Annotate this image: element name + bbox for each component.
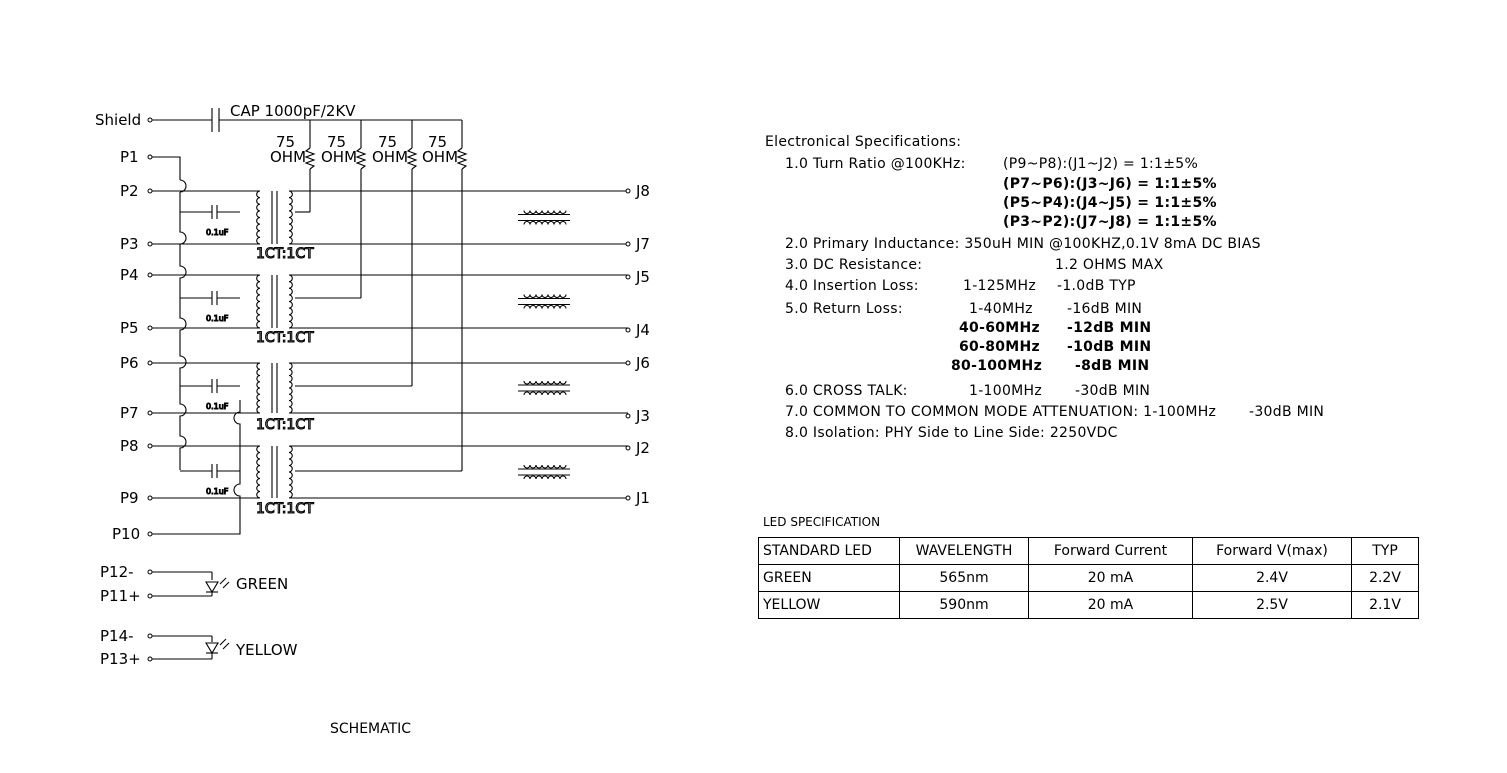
return-loss-freq: 60-80MHz: [959, 339, 1040, 355]
pin-label-j5: J5: [635, 268, 650, 286]
pin-label-p10: P10: [112, 525, 140, 543]
pin-label-j6: J6: [635, 354, 650, 372]
return-loss-freq: 1-40MHz: [969, 301, 1033, 317]
schematic-diagram: 0.1uF 1CT:1CT 0.1uF 1CT:1CT 0.1uF 1CT:1CT 0.1u…: [95, 102, 650, 668]
common-mode-value: -30dB MIN: [1249, 404, 1325, 420]
led-label-yellow: YELLOW: [235, 641, 298, 659]
table-cell: 2.2V: [1351, 564, 1419, 592]
resistor-unit-label: OHM: [270, 148, 306, 166]
return-loss-value: -10dB MIN: [1067, 339, 1152, 355]
resistor-value-label: 75: [276, 133, 295, 151]
cap-value-label: 0.1uF: [206, 314, 229, 323]
ct-ratio-label: 1CT:1CT: [256, 501, 314, 517]
table-row: YELLOW 590nm 20 mA 2.5V 2.1V: [758, 591, 1419, 619]
return-loss-value: -8dB MIN: [1075, 358, 1150, 374]
crosstalk-freq: 1-100MHz: [969, 383, 1043, 399]
resistor-unit-label: OHM: [422, 148, 458, 166]
table-header-row: STANDARD LED WAVELENGTH Forward Current …: [758, 537, 1419, 565]
cap-label: CAP 1000pF/2KV: [230, 102, 356, 120]
table-cell: YELLOW: [758, 591, 900, 619]
pin-label-j7: J7: [635, 235, 650, 253]
led-pin-p13: P13+: [100, 650, 141, 668]
pin-label-p3: P3: [120, 235, 139, 253]
pin-label-j1: J1: [635, 489, 650, 507]
column-header: TYP: [1351, 537, 1419, 565]
return-loss-value: -16dB MIN: [1067, 301, 1143, 317]
pin-label-p5: P5: [120, 319, 139, 337]
led-label-green: GREEN: [236, 575, 288, 593]
inductance-spec: 2.0 Primary Inductance: 350uH MIN @100KH…: [785, 236, 1261, 252]
ct-ratio-label: 1CT:1CT: [256, 417, 314, 433]
led-pin-p14: P14-: [100, 627, 134, 645]
table-cell: 2.4V: [1192, 564, 1352, 592]
pin-label-j8: J8: [635, 182, 650, 200]
resistor-value-label: 75: [327, 133, 346, 151]
table-cell: 20 mA: [1028, 564, 1193, 592]
isolation-spec: 8.0 Isolation: PHY Side to Line Side: 22…: [785, 425, 1118, 441]
table-cell: 565nm: [899, 564, 1029, 592]
electrical-specifications: Electronical Specifications: 1.0 Turn Ra…: [765, 134, 1324, 446]
table-row: GREEN 565nm 20 mA 2.4V 2.2V: [758, 564, 1419, 592]
return-loss-freq: 40-60MHz: [959, 320, 1040, 336]
table-cell: 2.1V: [1351, 591, 1419, 619]
resistor-value-label: 75: [378, 133, 397, 151]
cap-value-label: 0.1uF: [206, 487, 229, 496]
pin-label-p7: P7: [120, 404, 139, 422]
pin-label-j3: J3: [635, 407, 650, 425]
pin-label-p9: P9: [120, 489, 139, 507]
return-loss-label: 5.0 Return Loss:: [785, 301, 903, 317]
pin-label-p4: P4: [120, 266, 139, 284]
pin-label-j2: J2: [635, 439, 650, 457]
turn-ratio-label: 1.0 Turn Ratio @100KHz:: [785, 156, 966, 172]
table-cell: 20 mA: [1028, 591, 1193, 619]
column-header: STANDARD LED: [758, 537, 900, 565]
return-loss-value: -12dB MIN: [1067, 320, 1152, 336]
table-cell: 590nm: [899, 591, 1029, 619]
pin-label-j4: J4: [635, 321, 650, 339]
column-header: Forward V(max): [1192, 537, 1352, 565]
column-header: WAVELENGTH: [899, 537, 1029, 565]
cap-value-label: 0.1uF: [206, 228, 229, 237]
specs-heading: Electronical Specifications:: [765, 134, 962, 150]
crosstalk-label: 6.0 CROSS TALK:: [785, 383, 908, 399]
resistor-unit-label: OHM: [321, 148, 357, 166]
insertion-loss-value: -1.0dB TYP: [1057, 278, 1136, 294]
turn-ratio-row: (P3~P2):(J7~J8) = 1:1±5%: [1003, 214, 1217, 230]
turn-ratio-row: (P7~P6):(J3~J6) = 1:1±5%: [1003, 176, 1217, 192]
dc-resistance-value: 1.2 OHMS MAX: [1055, 257, 1164, 273]
led-pin-p12: P12-: [100, 563, 134, 581]
turn-ratio-row: (P5~P4):(J4~J5) = 1:1±5%: [1003, 195, 1217, 211]
cap-value-label: 0.1uF: [206, 402, 229, 411]
crosstalk-value: -30dB MIN: [1075, 383, 1151, 399]
led-spec-table: STANDARD LED WAVELENGTH Forward Current …: [758, 537, 1419, 619]
column-header: Forward Current: [1028, 537, 1193, 565]
led-pin-p11: P11+: [100, 587, 141, 605]
pin-label-p1: P1: [120, 148, 139, 166]
resistor-unit-label: OHM: [372, 148, 408, 166]
turn-ratio-row: (P9~P8):(J1~J2) = 1:1±5%: [1003, 156, 1199, 172]
pin-label-p8: P8: [120, 437, 139, 455]
common-mode-label: 7.0 COMMON TO COMMON MODE ATTENUATION: 1…: [785, 404, 1217, 420]
table-cell: 2.5V: [1192, 591, 1352, 619]
shield-label: Shield: [95, 111, 141, 129]
ct-ratio-label: 1CT:1CT: [256, 246, 314, 262]
led-spec-title: LED SPECIFICATION: [763, 515, 881, 529]
insertion-loss-freq: 1-125MHz: [963, 278, 1037, 294]
insertion-loss-label: 4.0 Insertion Loss:: [785, 278, 919, 294]
dc-resistance-label: 3.0 DC Resistance:: [785, 257, 923, 273]
pin-label-p2: P2: [120, 182, 139, 200]
pin-label-p6: P6: [120, 354, 139, 372]
schematic-title: SCHEMATIC: [330, 721, 412, 737]
return-loss-freq: 80-100MHz: [951, 358, 1043, 374]
ct-ratio-label: 1CT:1CT: [256, 330, 314, 346]
table-cell: GREEN: [758, 564, 900, 592]
resistor-value-label: 75: [428, 133, 447, 151]
